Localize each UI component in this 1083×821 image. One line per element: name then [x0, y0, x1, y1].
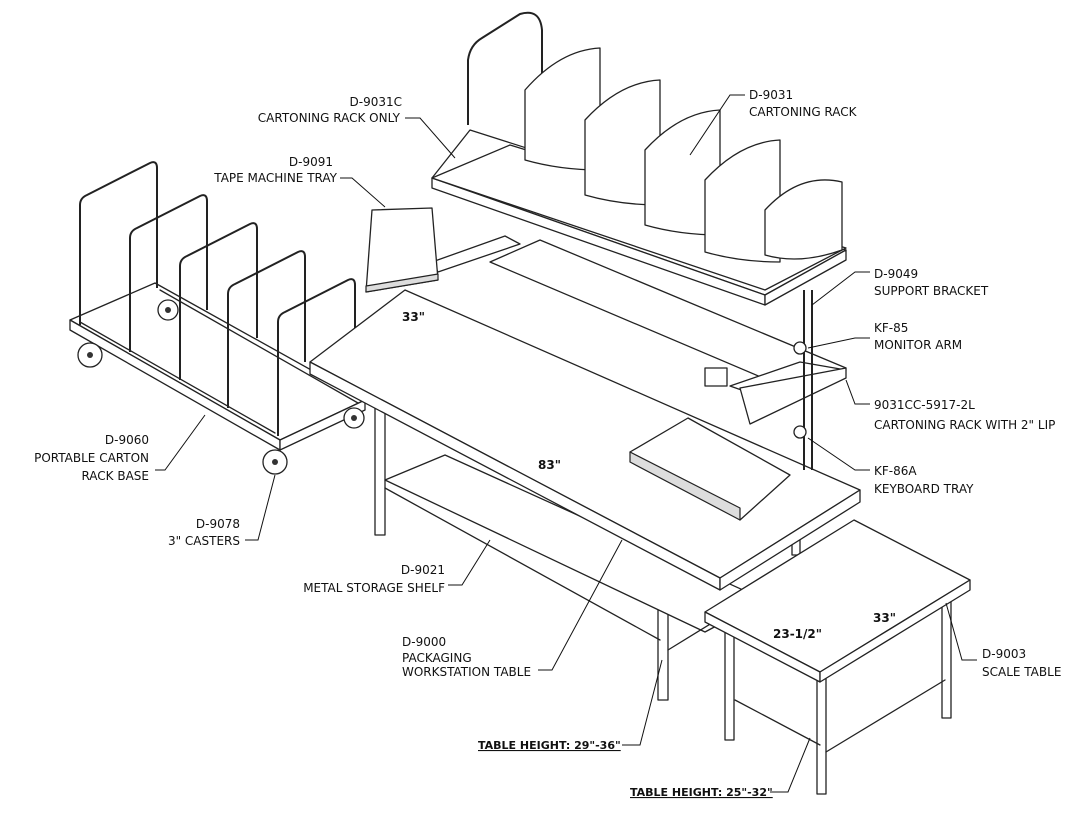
- label-casters-desc: 3" CASTERS: [168, 534, 240, 548]
- label-cartoning-rack-only-desc: CARTONING RACK ONLY: [258, 111, 401, 125]
- label-casters-part: D-9078: [196, 517, 240, 531]
- label-cartoning-rack-part: D-9031: [749, 88, 793, 102]
- label-scale-table-desc: SCALE TABLE: [982, 665, 1061, 679]
- label-keyboard-tray-part: KF-86A: [874, 464, 917, 478]
- label-cartoning-rack-only-part: D-9031C: [350, 95, 403, 109]
- scale-table: [704, 519, 971, 795]
- label-support-bracket-desc: SUPPORT BRACKET: [874, 284, 989, 298]
- label-cartoning-rack-lip-part: 9031CC-5917-2L: [874, 398, 975, 412]
- label-cartoning-rack-desc: CARTONING RACK: [749, 105, 858, 119]
- dimension-scale-depth: 23-1/2": [773, 627, 822, 641]
- leader-lines: [155, 94, 977, 793]
- label-support-bracket-part: D-9049: [874, 267, 918, 281]
- label-portable-carton-rack-part: D-9060: [105, 433, 149, 447]
- label-tape-machine-tray-part: D-9091: [289, 155, 333, 169]
- label-packaging-table-part: D-9000: [402, 635, 446, 649]
- tape-machine-tray: [365, 207, 521, 293]
- label-portable-carton-rack-desc-1: PORTABLE CARTON: [34, 451, 149, 465]
- label-scale-table-part: D-9003: [982, 647, 1026, 661]
- dimension-scale-width: 33": [873, 611, 896, 625]
- dimension-table-length: 83": [538, 458, 561, 472]
- label-packaging-table-desc-2: WORKSTATION TABLE: [402, 665, 531, 679]
- label-monitor-arm-part: KF-85: [874, 321, 908, 335]
- label-metal-storage-shelf-desc: METAL STORAGE SHELF: [303, 581, 445, 595]
- label-keyboard-tray-desc: KEYBOARD TRAY: [874, 482, 974, 496]
- portable-carton-rack: [69, 161, 366, 475]
- cartoning-rack: [431, 11, 847, 306]
- label-monitor-arm-desc: MONITOR ARM: [874, 338, 962, 352]
- cartoning-rack-with-lip: [489, 239, 847, 425]
- label-portable-carton-rack-desc-2: RACK BASE: [81, 469, 149, 483]
- dimension-tray-width: 33": [402, 310, 425, 324]
- height-workstation-table: TABLE HEIGHT: 29"-36": [478, 739, 621, 752]
- label-cartoning-rack-lip-desc: CARTONING RACK WITH 2" LIP: [874, 418, 1055, 432]
- label-metal-storage-shelf-part: D-9021: [401, 563, 445, 577]
- label-tape-machine-tray-desc: TAPE MACHINE TRAY: [213, 171, 337, 185]
- label-packaging-table-desc-1: PACKAGING: [402, 651, 472, 665]
- post-and-arms: [629, 290, 813, 521]
- height-scale-table: TABLE HEIGHT: 25"-32": [630, 786, 773, 799]
